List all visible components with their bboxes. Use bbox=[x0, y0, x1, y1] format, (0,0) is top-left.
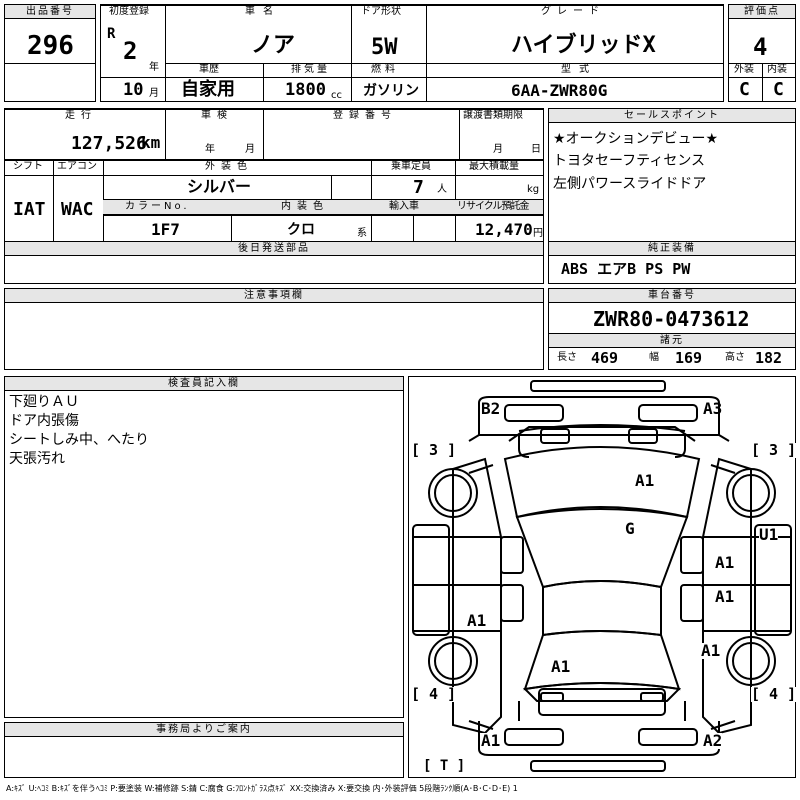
first-reg-label: 初度登録 bbox=[109, 6, 149, 17]
office-label: 事務局よりご案内 bbox=[5, 723, 403, 737]
office-box: 事務局よりご案内 bbox=[4, 722, 404, 778]
color-no: 1F7 bbox=[151, 220, 180, 239]
recycle: 12,470 bbox=[475, 220, 533, 239]
inspector-label: 検査員記入欄 bbox=[5, 377, 403, 391]
mark-rear-left-tire: [ 4 ] bbox=[411, 685, 457, 703]
int-score: C bbox=[773, 79, 784, 100]
equipment: ABS エアB PS PW bbox=[561, 260, 691, 278]
ext-color: シルバー bbox=[187, 177, 252, 196]
door-type: 5W bbox=[371, 35, 398, 60]
height: 182 bbox=[755, 349, 783, 367]
history: 自家用 bbox=[181, 79, 235, 100]
model-label: 型式 bbox=[561, 64, 597, 75]
dims-label: 諸元 bbox=[549, 334, 795, 348]
detail-box: 走行 車検 登録番号 譲渡書類期限 127,526 km 年 月 月 日 シフト… bbox=[4, 108, 544, 284]
shift-label: シフト bbox=[13, 161, 43, 172]
car-name: ノア bbox=[251, 33, 296, 58]
lot-box: 出品番号 296 bbox=[4, 4, 96, 102]
import-label: 輸入車 bbox=[389, 201, 419, 212]
shift: IAT bbox=[13, 199, 46, 220]
score: 4 bbox=[753, 33, 768, 61]
lot-number: 296 bbox=[27, 31, 74, 61]
mileage: 127,526 bbox=[71, 133, 147, 154]
aircon: WAC bbox=[61, 199, 94, 220]
ext-score: C bbox=[739, 79, 750, 100]
capacity: 7 bbox=[413, 177, 424, 198]
length: 469 bbox=[591, 349, 619, 367]
sales-points-label: セールスポイント bbox=[549, 109, 795, 123]
recycle-label: リサイクル預託金 bbox=[457, 201, 529, 212]
aircon-label: エアコン bbox=[57, 161, 97, 172]
mark-right-front-door: A1 bbox=[715, 553, 735, 572]
chassis-label: 車台番号 bbox=[549, 289, 795, 303]
sales-point: 左側パワースライドドア bbox=[553, 176, 707, 192]
width: 169 bbox=[675, 349, 703, 367]
mark-spare-tire: [ T ] bbox=[423, 758, 466, 774]
mark-left-door: A1 bbox=[467, 611, 487, 630]
history-label: 車歴 bbox=[199, 64, 219, 75]
mark-rear-right-tire: [ 4 ] bbox=[751, 685, 797, 703]
mark-rear-bumper-left: A1 bbox=[481, 731, 501, 750]
grade-label: グレード bbox=[541, 6, 605, 17]
mark-a3: A3 bbox=[703, 399, 723, 418]
car-name-label: 車名 bbox=[245, 6, 281, 17]
mark-front-right-tire: [ 3 ] bbox=[751, 441, 797, 459]
notes-label: 注意事項欄 bbox=[5, 289, 543, 303]
fuel: ガソリン bbox=[363, 83, 419, 99]
inspection-label: 車検 bbox=[201, 110, 233, 121]
damage-diagram-box: B2 A3 [ 3 ] [ 3 ] A1 G U1 A1 A1 A1 A1 A1… bbox=[408, 376, 797, 778]
capacity-label: 乗車定員 bbox=[391, 161, 431, 172]
lot-label: 出品番号 bbox=[5, 5, 95, 19]
mark-b2: B2 bbox=[481, 399, 501, 418]
notes-box: 注意事項欄 bbox=[4, 288, 544, 370]
reg-month: 10 bbox=[123, 80, 144, 100]
int-color-label: 内装色 bbox=[281, 201, 329, 212]
inspector-note: 天張汚れ bbox=[9, 451, 65, 467]
equipment-label: 純正装備 bbox=[549, 242, 795, 256]
fuel-label: 燃料 bbox=[371, 64, 399, 75]
legend: A:ｷｽﾞ U:ﾍｺﾐ B:ｷｽﾞを伴うﾍｺﾐ P:要塗装 W:補修跡 S:錆 … bbox=[6, 784, 518, 793]
mark-roof: A1 bbox=[635, 471, 655, 490]
displacement: 1800 bbox=[285, 80, 326, 100]
chassis-number: ZWR80-0473612 bbox=[593, 307, 750, 331]
score-label: 評価点 bbox=[729, 5, 795, 19]
sales-points-box: セールスポイント ★オークションデビュー★ トヨタセーフティセンス 左側パワース… bbox=[548, 108, 796, 284]
score-box: 評価点 4 外装 内装 C C bbox=[728, 4, 796, 102]
color-no-label: カラーNo. bbox=[125, 201, 190, 212]
mark-a2: A2 bbox=[703, 731, 723, 750]
ext-color-label: 外装色 bbox=[205, 161, 253, 172]
vehicle-info-box: 初度登録 車名 ドア形状 グレード R 2 年 ノア 5W ハイブリッドX 車歴… bbox=[100, 4, 724, 102]
chassis-box: 車台番号 ZWR80-0473612 諸元 長さ 469 幅 169 高さ 18… bbox=[548, 288, 796, 370]
door-label: ドア形状 bbox=[361, 6, 401, 17]
plate-label: 登録番号 bbox=[333, 110, 397, 121]
later-parts-label: 後日発送部品 bbox=[5, 242, 543, 256]
displacement-label: 排気量 bbox=[291, 64, 330, 75]
grade: ハイブリッドX bbox=[511, 33, 656, 58]
sales-point: ★オークションデビュー★ bbox=[553, 131, 719, 147]
mark-windshield: G bbox=[625, 519, 635, 538]
int-color: クロ bbox=[287, 222, 315, 238]
reg-year: 2 bbox=[123, 37, 138, 65]
mark-right-rear-door: A1 bbox=[715, 587, 735, 606]
mileage-label: 走行 bbox=[65, 110, 97, 121]
mark-right-rear: A1 bbox=[701, 641, 721, 660]
transfer-label: 譲渡書類期限 bbox=[463, 110, 523, 121]
mark-rear-glass: A1 bbox=[551, 657, 571, 676]
max-load-label: 最大積載量 bbox=[469, 161, 519, 172]
mark-front-left-tire: [ 3 ] bbox=[411, 441, 457, 459]
sales-point: トヨタセーフティセンス bbox=[553, 153, 706, 169]
era: R bbox=[107, 26, 116, 42]
inspector-box: 検査員記入欄 下廻りＡＵ ドア内張傷 シートしみ中、へたり 天張汚れ bbox=[4, 376, 404, 718]
car-diagram bbox=[412, 380, 792, 772]
inspector-note: 下廻りＡＵ bbox=[9, 394, 79, 410]
mark-u1: U1 bbox=[759, 525, 779, 544]
model: 6AA-ZWR80G bbox=[511, 81, 608, 100]
inspector-note: ドア内張傷 bbox=[9, 413, 79, 429]
inspector-note: シートしみ中、へたり bbox=[9, 432, 149, 448]
